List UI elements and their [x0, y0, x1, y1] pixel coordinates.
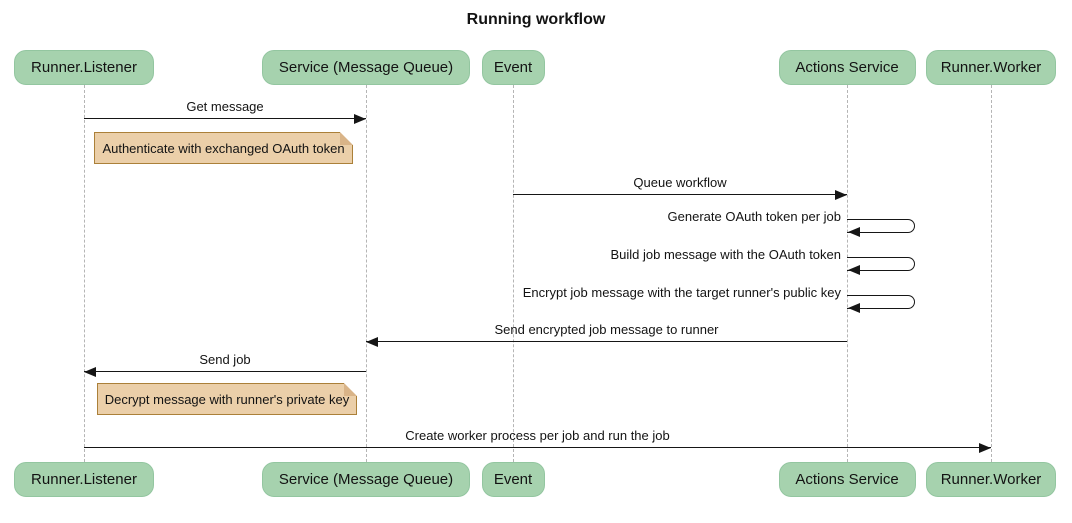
- arrowhead-icon: [848, 227, 860, 237]
- actor-label: Actions Service: [795, 59, 899, 76]
- actor-top-runner-worker: Runner.Worker: [926, 50, 1056, 85]
- actor-label: Runner.Listener: [31, 59, 137, 76]
- actor-label: Event: [493, 59, 533, 76]
- arrowhead-icon: [848, 265, 860, 275]
- actor-top-runner-listener: Runner.Listener: [14, 50, 154, 85]
- self-message-label: Generate OAuth token per job: [667, 209, 841, 224]
- lifeline-runner-listener: [84, 85, 85, 462]
- arrowhead-icon: [835, 190, 847, 200]
- actor-label: Runner.Listener: [31, 471, 137, 488]
- message-label: Create worker process per job and run th…: [405, 428, 670, 443]
- message-line: [513, 194, 847, 195]
- lifeline-service-message-queue: [366, 85, 367, 462]
- self-message-label: Encrypt job message with the target runn…: [522, 285, 841, 300]
- lifeline-event: [513, 85, 514, 462]
- lifeline-runner-worker: [991, 85, 992, 462]
- actor-top-actions-service: Actions Service: [778, 50, 916, 85]
- message-label: Send encrypted job message to runner: [494, 322, 719, 337]
- message-line: [84, 371, 366, 372]
- actor-bottom-actions-service: Actions Service: [778, 462, 916, 497]
- message-label: Send job: [199, 352, 251, 367]
- self-loop: [847, 219, 915, 233]
- arrowhead-icon: [848, 303, 860, 313]
- actor-top-event: Event: [481, 50, 545, 85]
- message-line: [84, 447, 991, 448]
- message-label: Get message: [186, 99, 264, 114]
- note-fold-icon: [344, 383, 357, 396]
- actor-bottom-runner-listener: Runner.Listener: [14, 462, 154, 497]
- note-label: Authenticate with exchanged OAuth token: [102, 140, 345, 156]
- actor-label: Service (Message Queue): [278, 59, 454, 76]
- arrowhead-icon: [366, 337, 378, 347]
- message-line: [84, 118, 366, 119]
- arrowhead-icon: [979, 443, 991, 453]
- note-fold-icon: [340, 132, 353, 145]
- actor-label: Runner.Worker: [940, 59, 1042, 76]
- actor-label: Event: [493, 471, 533, 488]
- actor-bottom-runner-worker: Runner.Worker: [926, 462, 1056, 497]
- message-line: [366, 341, 847, 342]
- arrowhead-icon: [354, 114, 366, 124]
- self-message-label: Build job message with the OAuth token: [610, 247, 841, 262]
- actor-top-service-message-queue: Service (Message Queue): [262, 50, 470, 85]
- note-label: Decrypt message with runner's private ke…: [104, 391, 350, 407]
- diagram-title: Running workflow: [466, 11, 606, 28]
- self-loop: [847, 295, 915, 309]
- self-loop: [847, 257, 915, 271]
- lifeline-actions-service: [847, 85, 848, 462]
- note: Authenticate with exchanged OAuth token: [94, 132, 353, 164]
- actor-label: Service (Message Queue): [278, 471, 454, 488]
- actor-bottom-service-message-queue: Service (Message Queue): [262, 462, 470, 497]
- actor-label: Actions Service: [795, 471, 899, 488]
- message-label: Queue workflow: [633, 175, 727, 190]
- actor-label: Runner.Worker: [940, 471, 1042, 488]
- actor-bottom-event: Event: [481, 462, 545, 497]
- note: Decrypt message with runner's private ke…: [97, 383, 357, 415]
- arrowhead-icon: [84, 367, 96, 377]
